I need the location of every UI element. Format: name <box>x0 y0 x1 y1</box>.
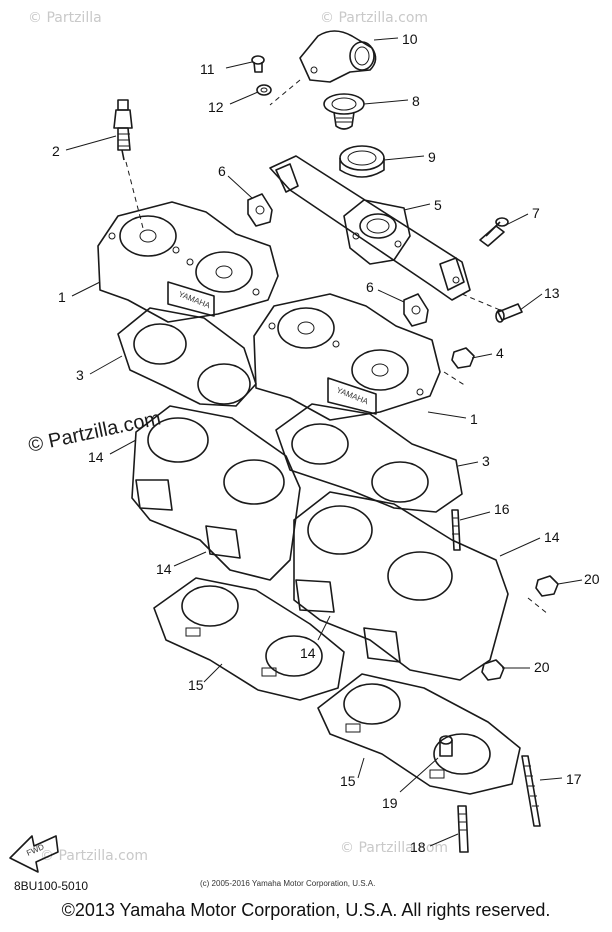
diagram-code: 8BU100-5010 <box>14 879 88 893</box>
thermostat-gasket <box>339 145 385 178</box>
bolt-13-guide <box>461 293 501 311</box>
nut-20-guide <box>527 597 549 615</box>
callout-6-lower: 6 <box>366 279 374 295</box>
bolt-11 <box>251 55 265 73</box>
callout-13: 13 <box>544 285 560 301</box>
callout-15-upper: 15 <box>188 677 204 693</box>
dashed-guide <box>269 79 301 106</box>
thermostat-cover <box>299 30 377 83</box>
callout-20-upper: 20 <box>584 571 600 587</box>
callout-14-b: 14 <box>544 529 560 545</box>
callout-20-lower: 20 <box>534 659 550 675</box>
water-manifold <box>269 155 471 301</box>
small-copyright: (c) 2005-2016 Yamaha Motor Corporation, … <box>200 879 375 888</box>
dowel-19 <box>439 735 453 757</box>
bolt-13 <box>495 303 523 323</box>
base-gasket-lower <box>317 673 521 795</box>
head-gasket-upper <box>117 307 257 407</box>
bolt-7 <box>479 217 509 247</box>
footer-copyright: ©2013 Yamaha Motor Corporation, U.S.A. A… <box>61 900 551 920</box>
callout-3-lower: 3 <box>482 453 490 469</box>
callout-14-a: 14 <box>88 449 104 465</box>
nut-20-upper <box>535 575 559 597</box>
gasket-6-lower <box>403 293 429 327</box>
brand-mark-lower: YAMAHA <box>335 386 370 407</box>
callout-15-lower: 15 <box>340 773 356 789</box>
callout-4: 4 <box>496 345 504 361</box>
washer-12 <box>256 84 272 96</box>
callout-1-lower: 1 <box>470 411 478 427</box>
cylinder-head-lower: YAMAHA <box>253 293 441 421</box>
spark-plug-guide <box>125 161 145 233</box>
callout-11: 11 <box>200 61 215 77</box>
callout-1-upper: 1 <box>58 289 66 305</box>
callout-10: 10 <box>402 31 418 47</box>
stud-18 <box>457 805 469 853</box>
nut-20-lower <box>481 659 505 681</box>
callout-17: 17 <box>566 771 582 787</box>
callout-8: 8 <box>412 93 420 109</box>
callout-16: 16 <box>494 501 510 517</box>
stud-16 <box>451 509 461 551</box>
callout-5: 5 <box>434 197 442 213</box>
nut-4 <box>451 347 475 369</box>
watermark-bottom-left: © Partzilla.com <box>40 848 148 864</box>
callout-12: 12 <box>208 99 224 115</box>
callout-9: 9 <box>428 149 436 165</box>
head-gasket-lower <box>275 403 463 513</box>
watermark-top-right: © Partzilla.com <box>320 10 428 26</box>
stud-17 <box>521 755 541 827</box>
watermark-top-left: © Partzilla <box>28 10 102 26</box>
cylinder-block-lower <box>293 491 509 681</box>
cylinder-head-upper: YAMAHA <box>97 201 279 323</box>
callout-19: 19 <box>382 795 398 811</box>
callout-3-upper: 3 <box>76 367 84 383</box>
callout-2: 2 <box>52 143 60 159</box>
leader-lines <box>65 37 583 847</box>
cylinder-block-upper <box>131 405 301 581</box>
callout-14-d: 14 <box>300 645 316 661</box>
thermostat <box>323 93 365 130</box>
callout-14-c: 14 <box>156 561 172 577</box>
callout-7: 7 <box>532 205 540 221</box>
callout-18: 18 <box>410 839 426 855</box>
gasket-6-upper <box>247 193 273 227</box>
base-gasket-upper <box>153 577 345 701</box>
callout-6-upper: 6 <box>218 163 226 179</box>
spark-plug <box>113 99 133 161</box>
watermark-bottom-right: © Partzilla.com <box>340 840 448 856</box>
nut-guide <box>443 371 467 387</box>
